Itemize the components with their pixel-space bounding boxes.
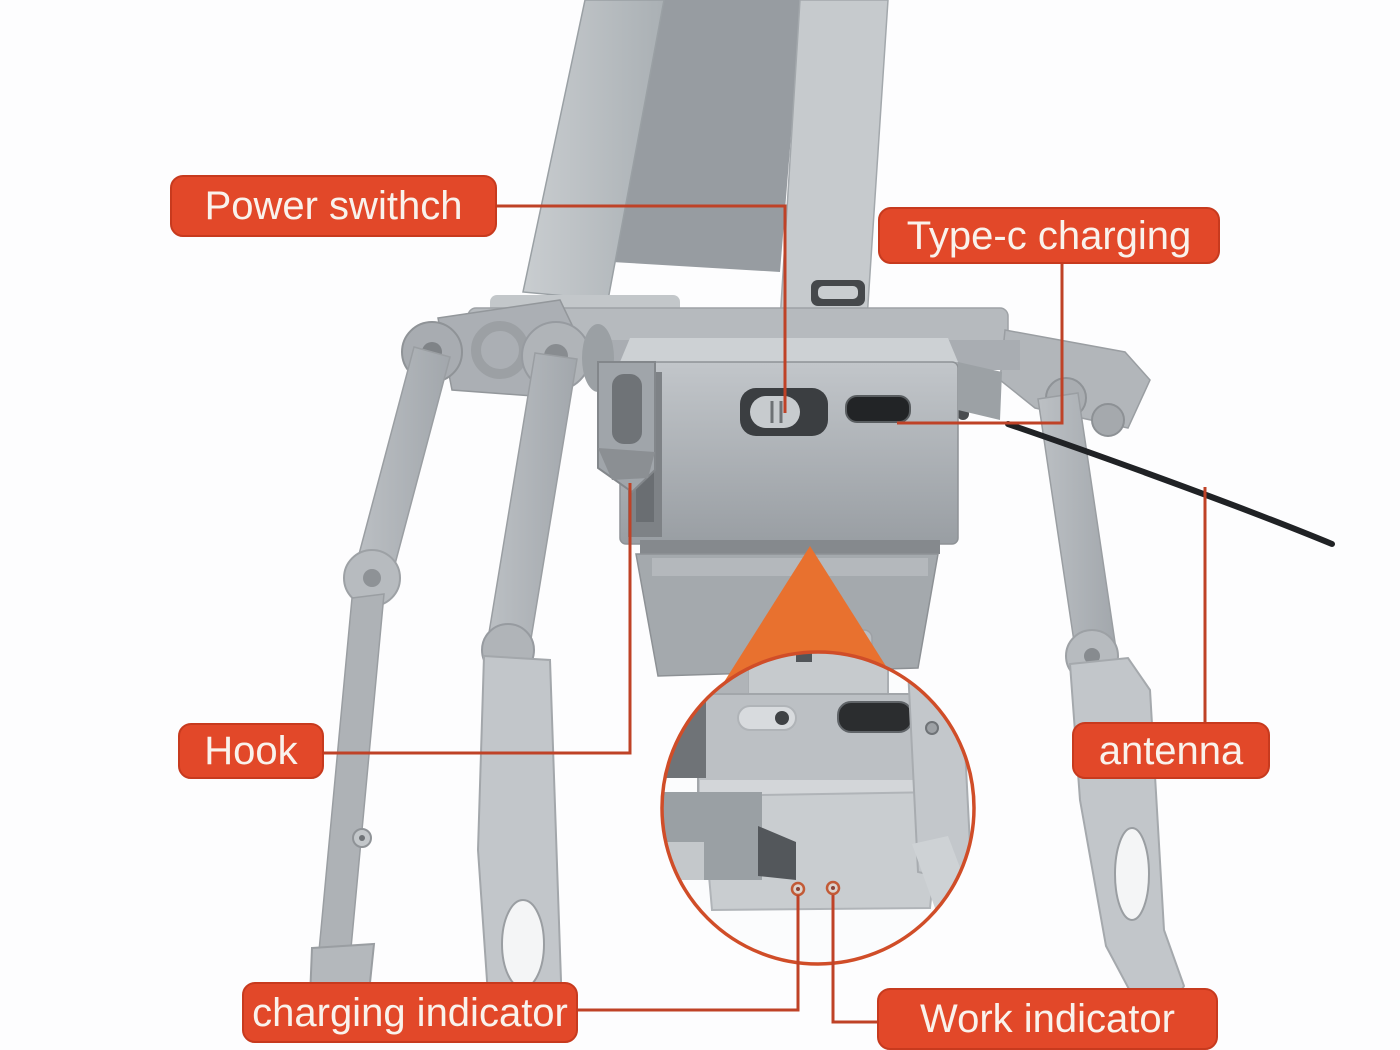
label-antenna: antenna — [1072, 722, 1270, 779]
antenna-cable — [1005, 421, 1335, 547]
label-charging-indicator-text: charging indicator — [252, 990, 568, 1035]
label-power-switch-text: Power swithch — [204, 184, 463, 228]
callout-line-hook — [324, 483, 632, 755]
label-antenna-text: antenna — [1098, 728, 1244, 773]
callout-lines — [324, 204, 1207, 1024]
work-indicator-led — [825, 880, 841, 896]
label-charging-indicator: charging indicator — [242, 982, 578, 1043]
label-work-indicator: Work indicator — [877, 988, 1218, 1050]
charging-indicator-led — [790, 881, 806, 897]
callout-line-power-switch — [497, 204, 787, 413]
label-hook: Hook — [178, 723, 324, 779]
label-type-c-charging: Type-c charging — [878, 207, 1220, 264]
type-c-port — [845, 395, 911, 423]
label-hook-text: Hook — [204, 729, 298, 773]
device-body — [597, 338, 1002, 554]
magnifier-cone — [724, 546, 896, 682]
magnifier-ring — [660, 650, 976, 966]
label-work-indicator-text: Work indicator — [920, 997, 1175, 1041]
hook-part — [597, 361, 656, 494]
callout-line-type-c — [897, 264, 1064, 425]
callout-line-charging-indicator — [578, 895, 800, 1012]
label-type-c-charging-text: Type-c charging — [906, 213, 1192, 258]
label-power-switch: Power swithch — [170, 175, 497, 237]
callout-line-work-indicator — [831, 895, 877, 1024]
